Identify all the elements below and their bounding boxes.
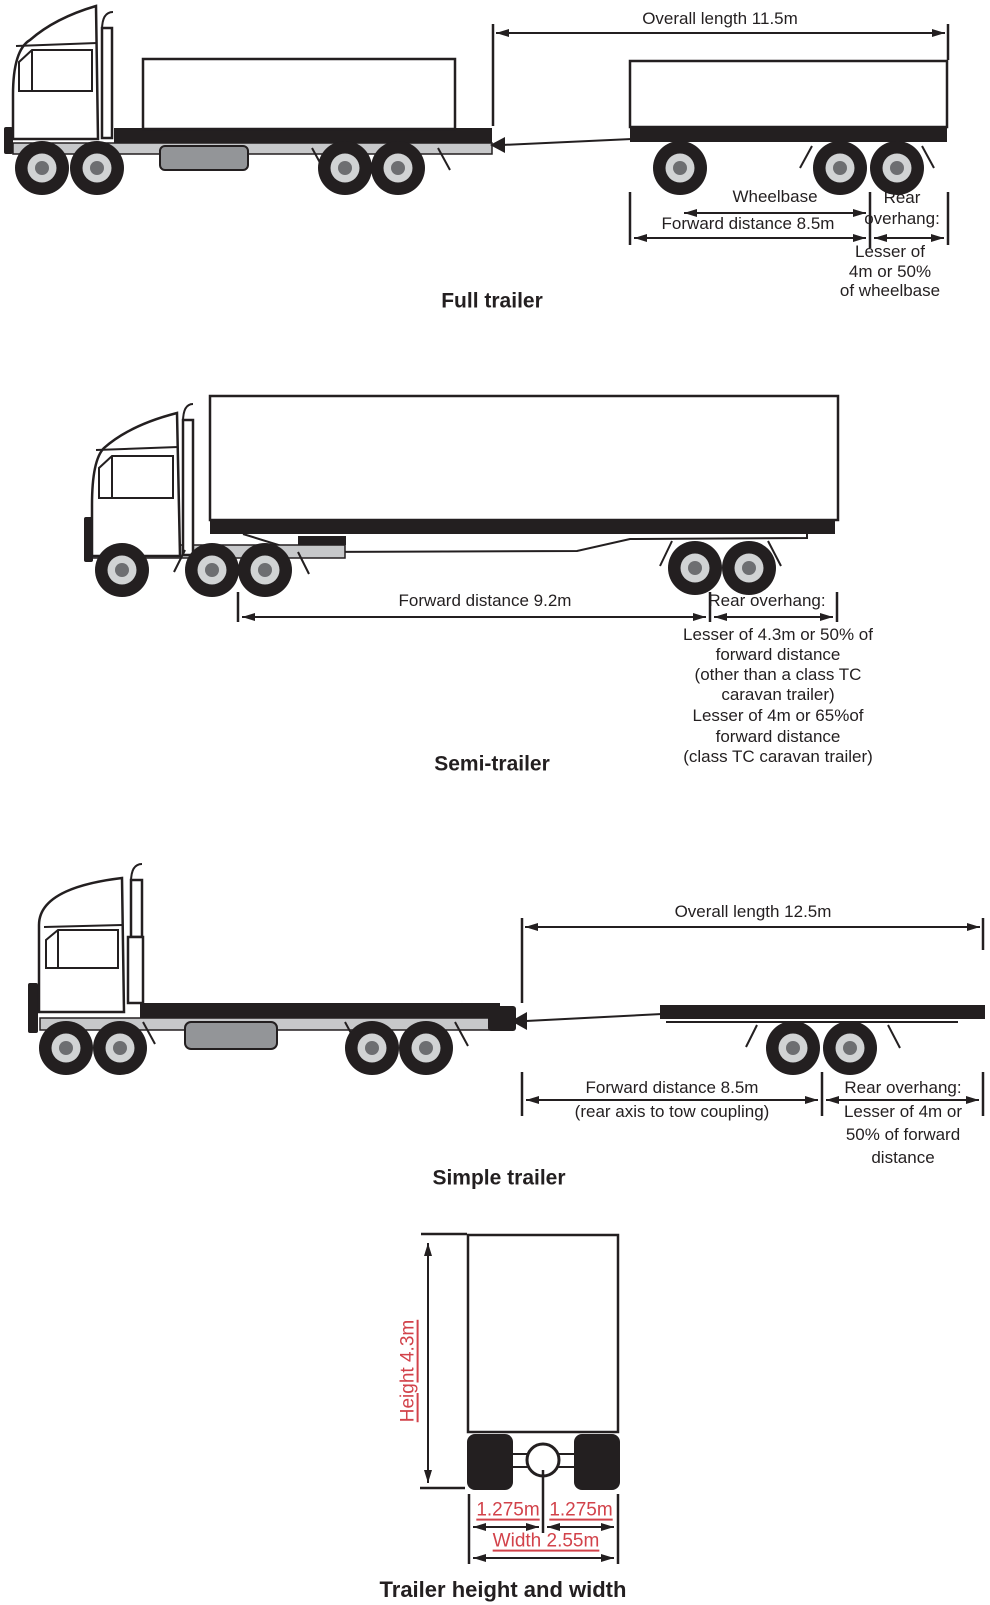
height-width-title: Trailer height and width xyxy=(379,1576,627,1602)
simple-trailer-truck-illustration xyxy=(28,863,516,1075)
semi-trailer-note-line5: Lesser of 4m or 65%of xyxy=(692,705,864,725)
full-trailer-rear-overhang-label-line2: overhang: xyxy=(864,208,940,228)
full-trailer-rear-overhang-note-line2: 4m or 50% xyxy=(848,261,932,281)
full-trailer-truck-illustration xyxy=(4,4,493,195)
semi-trailer-note-line4: caravan trailer) xyxy=(721,684,835,704)
full-trailer-forward-distance-label: Forward distance 8.5m xyxy=(661,213,835,233)
semi-trailer-note-line7: (class TC caravan trailer) xyxy=(683,746,873,766)
axle-right-width-label: 1.275m xyxy=(549,1499,613,1521)
simple-trailer-title: Simple trailer xyxy=(432,1166,566,1190)
simple-trailer-note-line1: Lesser of 4m or xyxy=(843,1101,963,1121)
trailer-rear-view-illustration xyxy=(466,1233,620,1490)
simple-trailer-forward-distance-label-line1: Forward distance 8.5m xyxy=(585,1077,759,1097)
simple-trailer-overall-length-label: Overall length 12.5m xyxy=(674,901,832,921)
full-trailer-dimension-lines xyxy=(491,24,950,248)
full-trailer-rear-overhang-note-line3: of wheelbase xyxy=(839,280,941,300)
semi-trailer-note-line1: Lesser of 4.3m or 50% of xyxy=(683,624,873,644)
semi-trailer-forward-distance-label: Forward distance 9.2m xyxy=(398,590,572,610)
full-trailer-illustration xyxy=(490,59,949,195)
semi-trailer-rear-overhang-label: Rear overhang: xyxy=(708,590,826,610)
semi-trailer-dimension-lines xyxy=(236,592,839,622)
semi-trailer-note-line3: (other than a class TC xyxy=(694,664,862,684)
trailer-width-label: Width 2.55m xyxy=(492,1530,600,1552)
trailer-rear-view-dimension-lines xyxy=(420,1232,620,1564)
simple-trailer-forward-distance-label-line2: (rear axis to tow coupling) xyxy=(574,1101,770,1121)
semi-trailer-title: Semi-trailer xyxy=(434,752,550,776)
axle-left-width-label: 1.275m xyxy=(476,1499,540,1521)
trailer-height-label: Height 4.3m xyxy=(397,1319,419,1423)
full-trailer-title: Full trailer xyxy=(441,289,543,313)
full-trailer-wheelbase-label: Wheelbase xyxy=(732,186,818,206)
semi-trailer-illustration xyxy=(208,394,840,595)
semi-trailer-note-line6: forward distance xyxy=(715,726,841,746)
simple-trailer-note-line2: 50% of forward xyxy=(845,1124,961,1144)
simple-trailer-rear-overhang-label: Rear overhang: xyxy=(844,1077,962,1097)
semi-trailer-note-line2: forward distance xyxy=(715,644,841,664)
simple-trailer-illustration xyxy=(511,1005,985,1075)
full-trailer-rear-overhang-label-line1: Rear xyxy=(883,187,921,207)
semi-tractor-illustration xyxy=(84,403,346,597)
full-trailer-rear-overhang-note-line1: Lesser of xyxy=(855,241,925,261)
simple-trailer-note-line3: distance xyxy=(871,1147,935,1167)
simple-trailer-dimension-lines xyxy=(520,918,985,1116)
full-trailer-overall-length-label: Overall length 11.5m xyxy=(642,8,798,28)
